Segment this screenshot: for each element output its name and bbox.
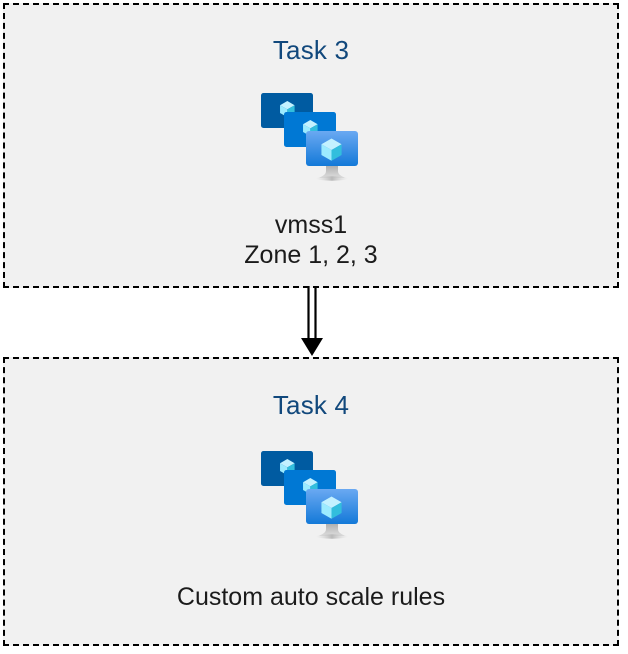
vmss-icon (259, 446, 363, 546)
panel-task-3: Task 3 (3, 3, 619, 288)
panel-task-4-title: Task 4 (272, 390, 350, 420)
vmss-icon (259, 88, 363, 188)
panel-task-4-content: Task 4 (5, 359, 617, 644)
panel-task-4-caption: Custom auto scale rules (176, 583, 446, 611)
panel-task-3-content: Task 3 (5, 5, 617, 286)
panel-task-3-caption: vmss1 Zone 1, 2, 3 (244, 211, 378, 269)
panel-task-4: Task 4 (3, 357, 619, 646)
flow-arrow-connector (299, 286, 325, 358)
panel-task-3-title: Task 3 (272, 35, 350, 65)
